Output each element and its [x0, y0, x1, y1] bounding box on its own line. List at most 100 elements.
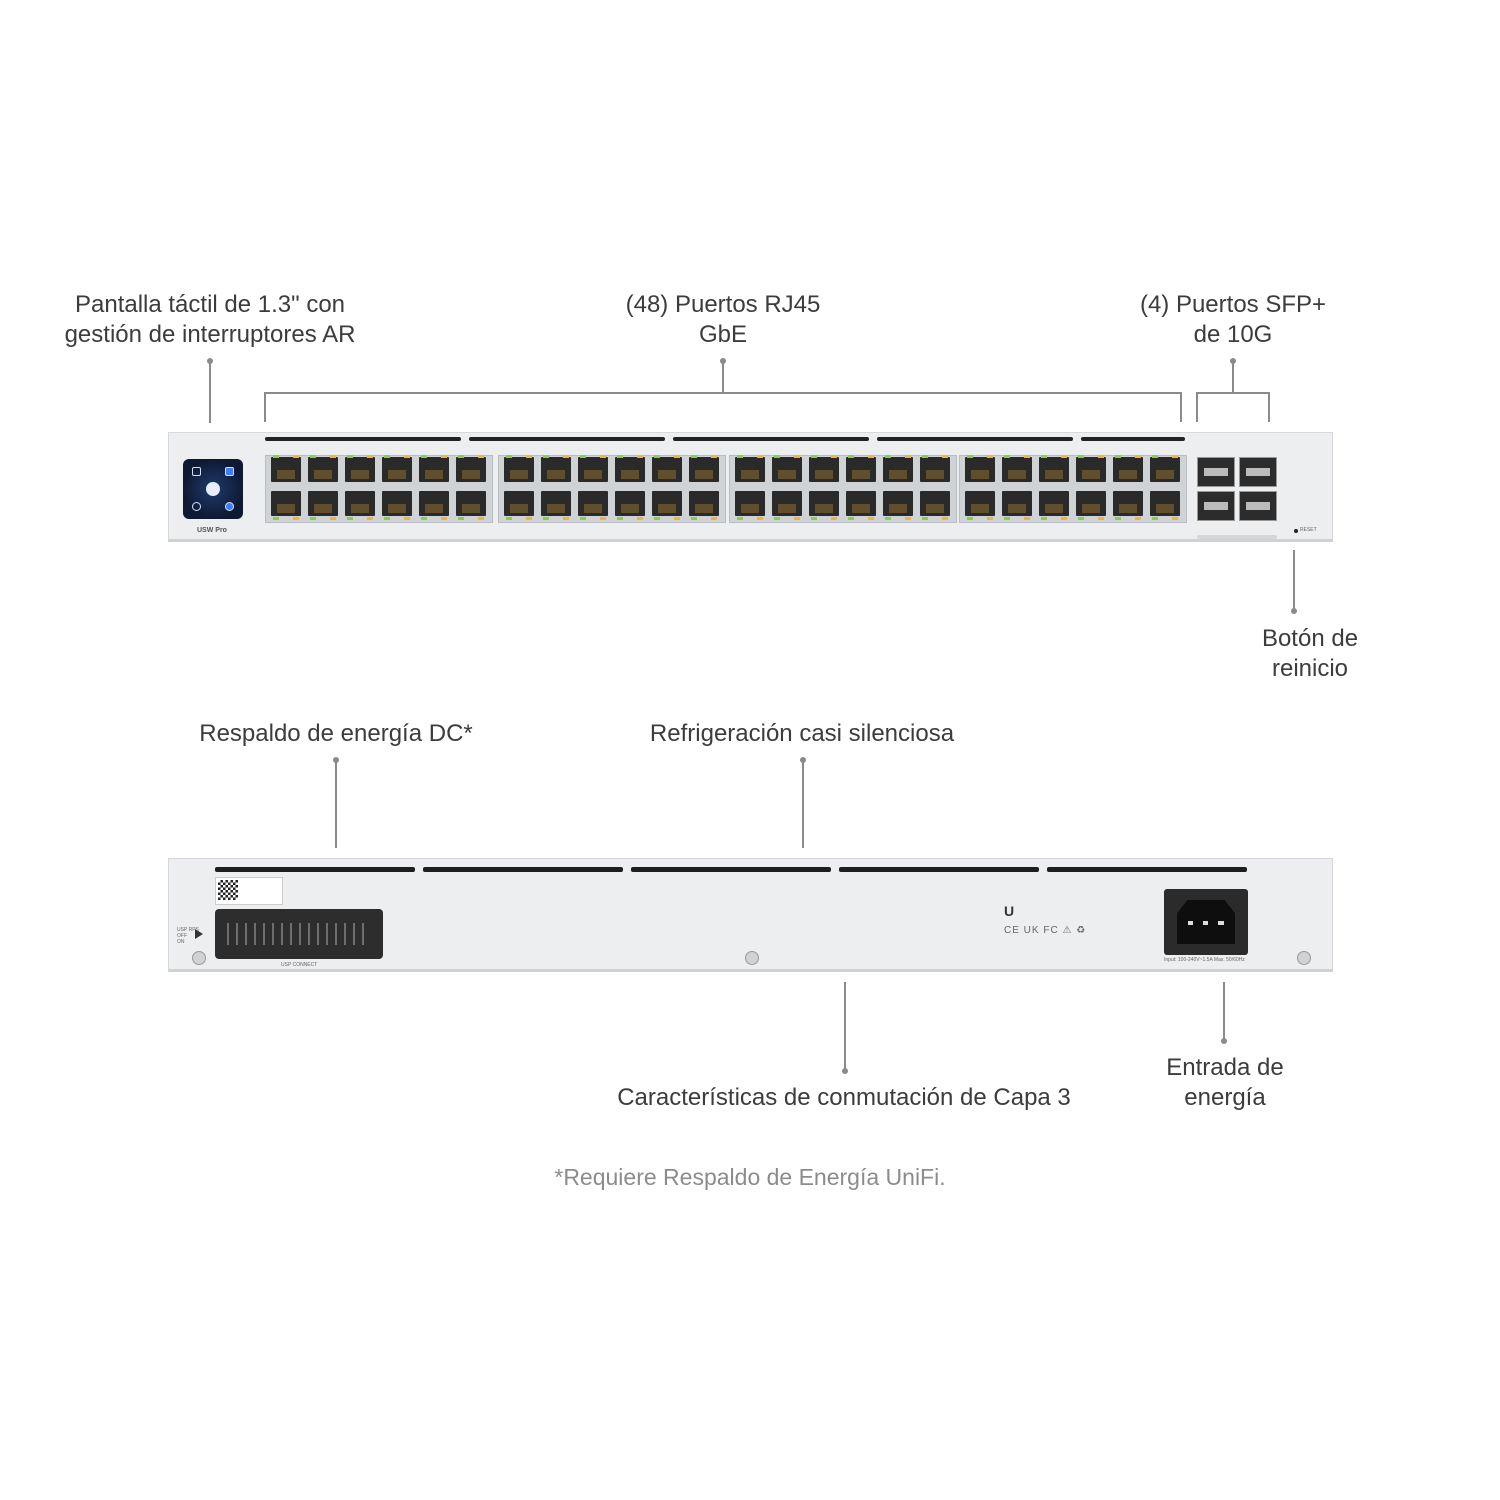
rj45-port[interactable] — [271, 457, 301, 482]
led-icon — [1004, 455, 1010, 458]
sfp-port[interactable] — [1239, 457, 1277, 487]
led-icon — [1172, 455, 1178, 458]
rj45-port[interactable] — [689, 491, 719, 516]
led-icon — [868, 517, 874, 520]
ac-power-inlet[interactable] — [1164, 889, 1248, 955]
sfp-port[interactable] — [1197, 457, 1235, 487]
sfp-port[interactable] — [1197, 491, 1235, 521]
led-icon — [367, 517, 373, 520]
vent — [1047, 867, 1247, 872]
rj45-port[interactable] — [271, 491, 301, 516]
led-icon — [1024, 517, 1030, 520]
rj45-port[interactable] — [735, 457, 765, 482]
rj45-port[interactable] — [1076, 457, 1106, 482]
rj45-port[interactable] — [883, 491, 913, 516]
rj45-port[interactable] — [1002, 457, 1032, 482]
rj45-port[interactable] — [965, 491, 995, 516]
rj45-port[interactable] — [772, 491, 802, 516]
led-icon — [478, 455, 484, 458]
reset-button[interactable] — [1294, 529, 1298, 533]
rj45-port[interactable] — [883, 457, 913, 482]
rj45-port[interactable] — [419, 457, 449, 482]
led-icon — [868, 455, 874, 458]
led-icon — [404, 517, 410, 520]
callout-sfp: (4) Puertos SFP+ de 10G — [1139, 291, 1327, 348]
led-icon — [1078, 455, 1084, 458]
rj45-port[interactable] — [419, 491, 449, 516]
rj45-port[interactable] — [1150, 457, 1180, 482]
rj45-port[interactable] — [920, 491, 950, 516]
rj45-port[interactable] — [1113, 457, 1143, 482]
rj45-port[interactable] — [846, 457, 876, 482]
rj45-port[interactable] — [1113, 491, 1143, 516]
rj45-port[interactable] — [345, 491, 375, 516]
rj45-port[interactable] — [809, 491, 839, 516]
led-icon — [458, 517, 464, 520]
rj45-port[interactable] — [1150, 491, 1180, 516]
led-icon — [737, 455, 743, 458]
rj45-port[interactable] — [1039, 491, 1069, 516]
vent — [839, 867, 1039, 872]
rj45-port[interactable] — [382, 491, 412, 516]
rj45-port[interactable] — [308, 457, 338, 482]
rj45-port[interactable] — [772, 457, 802, 482]
led-icon — [506, 517, 512, 520]
rj45-port[interactable] — [541, 457, 571, 482]
touchscreen-display[interactable] — [183, 459, 243, 519]
led-icon — [737, 517, 743, 520]
led-icon — [922, 455, 928, 458]
model-label: USW Pro — [197, 527, 227, 534]
led-icon — [293, 455, 299, 458]
rj45-port[interactable] — [456, 457, 486, 482]
bracket-rj45 — [264, 392, 1182, 394]
callout-line — [1223, 982, 1225, 1040]
usp-label: USP CONNECT — [281, 962, 318, 968]
reset-label: RESET — [1300, 527, 1317, 533]
rj45-port[interactable] — [615, 457, 645, 482]
rj45-port[interactable] — [1002, 491, 1032, 516]
callout-line — [1232, 361, 1234, 393]
led-icon — [831, 517, 837, 520]
led-icon — [1098, 517, 1104, 520]
led-icon — [905, 517, 911, 520]
led-icon — [757, 517, 763, 520]
rj45-port[interactable] — [345, 457, 375, 482]
rj45-port[interactable] — [1076, 491, 1106, 516]
callout-line — [209, 361, 211, 423]
dc-backup-connector[interactable] — [215, 909, 383, 959]
rj45-port[interactable] — [920, 457, 950, 482]
top-bar — [877, 437, 1073, 441]
led-icon — [330, 517, 336, 520]
callout-dc-backup: Respaldo de energía DC* — [199, 720, 473, 747]
rj45-port[interactable] — [504, 457, 534, 482]
led-icon — [1115, 517, 1121, 520]
rps-switch-icon[interactable] — [195, 929, 203, 939]
led-icon — [637, 455, 643, 458]
rj45-port[interactable] — [382, 457, 412, 482]
sfp-port[interactable] — [1239, 491, 1277, 521]
rj45-port[interactable] — [846, 491, 876, 516]
rj45-port[interactable] — [652, 457, 682, 482]
rj45-port[interactable] — [809, 457, 839, 482]
led-icon — [811, 455, 817, 458]
callout-dot — [1291, 608, 1297, 614]
rj45-port[interactable] — [578, 491, 608, 516]
rj45-port[interactable] — [965, 457, 995, 482]
rj45-port[interactable] — [1039, 457, 1069, 482]
rj45-port[interactable] — [504, 491, 534, 516]
led-icon — [600, 455, 606, 458]
rj45-port[interactable] — [689, 457, 719, 482]
switch-front-panel: USW Pro RESET — [168, 432, 1333, 542]
led-icon — [384, 517, 390, 520]
rj45-port[interactable] — [541, 491, 571, 516]
rj45-port[interactable] — [735, 491, 765, 516]
led-icon — [404, 455, 410, 458]
rj45-port[interactable] — [308, 491, 338, 516]
rj45-port[interactable] — [615, 491, 645, 516]
rj45-port[interactable] — [652, 491, 682, 516]
led-icon — [987, 455, 993, 458]
rj45-port[interactable] — [456, 491, 486, 516]
rj45-port[interactable] — [578, 457, 608, 482]
led-icon — [831, 455, 837, 458]
callout-line — [802, 760, 804, 848]
